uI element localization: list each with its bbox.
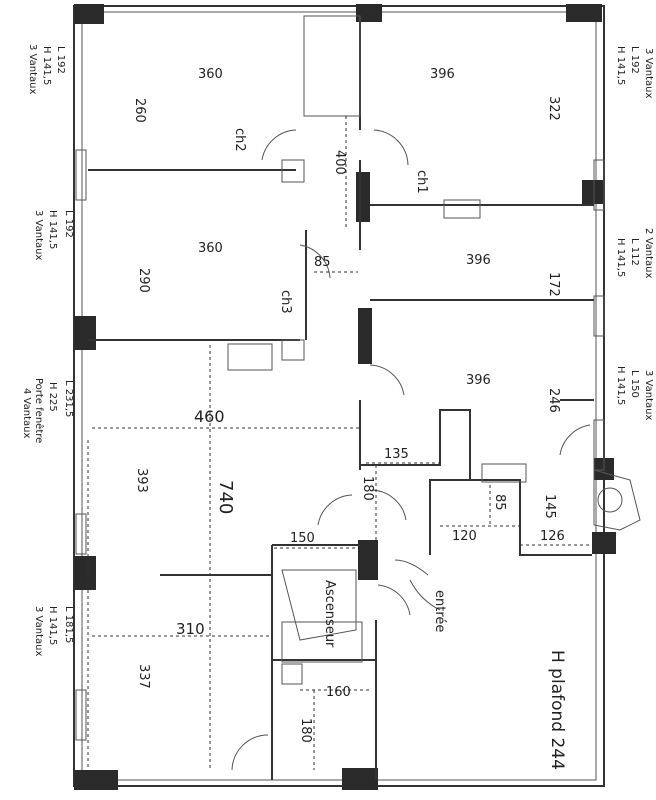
dim: 145 xyxy=(542,494,557,519)
note: L 192 xyxy=(629,46,640,74)
note: L 192 xyxy=(55,46,66,74)
note: L 181,5 xyxy=(63,606,74,643)
dim: 396 xyxy=(466,253,491,268)
room-ch3: ch3 xyxy=(278,290,293,314)
note: H 141,5 xyxy=(41,46,52,85)
dim: 290 xyxy=(136,268,151,293)
dim: 260 xyxy=(132,98,147,123)
dim: 85 xyxy=(314,255,331,270)
dim: 396 xyxy=(430,67,455,82)
note: H 141,5 xyxy=(47,606,58,645)
dim: 740 xyxy=(215,480,236,514)
room-labels: ch2 ch1 ch3 Ascenseur entrée xyxy=(232,128,447,648)
dim: 360 xyxy=(198,67,223,82)
note: 4 Vantaux xyxy=(21,388,32,438)
dim: 396 xyxy=(466,373,491,388)
dim: 160 xyxy=(326,685,351,700)
note: H 141,5 xyxy=(47,210,58,249)
note: H 225 xyxy=(47,382,58,412)
dim: 400 xyxy=(332,150,347,175)
ceiling-height: H plafond 244 xyxy=(547,650,567,770)
dim: 180 xyxy=(360,476,375,501)
note: 2 Vantaux xyxy=(643,228,654,278)
note: L 150 xyxy=(629,370,640,398)
right-window-notes: 3 Vantaux L 192 H 141,5 2 Vantaux L 112 … xyxy=(615,46,654,420)
dim: 337 xyxy=(136,664,151,689)
note: H 141,5 xyxy=(615,46,626,85)
dim: 322 xyxy=(546,96,561,121)
dim: 150 xyxy=(290,531,315,546)
dimension-lines xyxy=(87,116,592,770)
dim: 246 xyxy=(546,388,561,413)
note: 3 Vantaux xyxy=(33,210,44,260)
dimension-labels: 360 396 260 322 400 360 396 85 290 172 3… xyxy=(132,67,565,743)
dim: 85 xyxy=(492,494,507,511)
note: L 192 xyxy=(63,210,74,238)
dim: 310 xyxy=(176,620,205,638)
dim: 360 xyxy=(198,241,223,256)
note: 3 Vantaux xyxy=(643,370,654,420)
dim: 120 xyxy=(452,529,477,544)
left-window-notes: L 192 H 141,5 3 Vantaux L 192 H 141,5 3 … xyxy=(21,44,74,656)
note: 3 Vantaux xyxy=(27,44,38,94)
entrance-arrow-icon xyxy=(394,559,429,576)
note: Porte fenêtre xyxy=(33,378,45,443)
room-elevator: Ascenseur xyxy=(322,580,337,648)
dim: 393 xyxy=(134,468,149,493)
dim: 135 xyxy=(384,447,409,462)
note: L 112 xyxy=(629,238,640,266)
note: H 141,5 xyxy=(615,366,626,405)
dim: 126 xyxy=(540,529,565,544)
room-entrance: entrée xyxy=(432,590,447,632)
note: 3 Vantaux xyxy=(33,606,44,656)
dim: 460 xyxy=(194,407,225,426)
note: H 141,5 xyxy=(615,238,626,277)
dim: 180 xyxy=(298,718,313,743)
note: L 231,5 xyxy=(63,380,74,417)
room-ch2: ch2 xyxy=(232,128,247,152)
dim: 172 xyxy=(546,272,561,297)
room-ch1: ch1 xyxy=(414,170,429,194)
note: 3 Vantaux xyxy=(643,48,654,98)
walls xyxy=(73,4,641,790)
